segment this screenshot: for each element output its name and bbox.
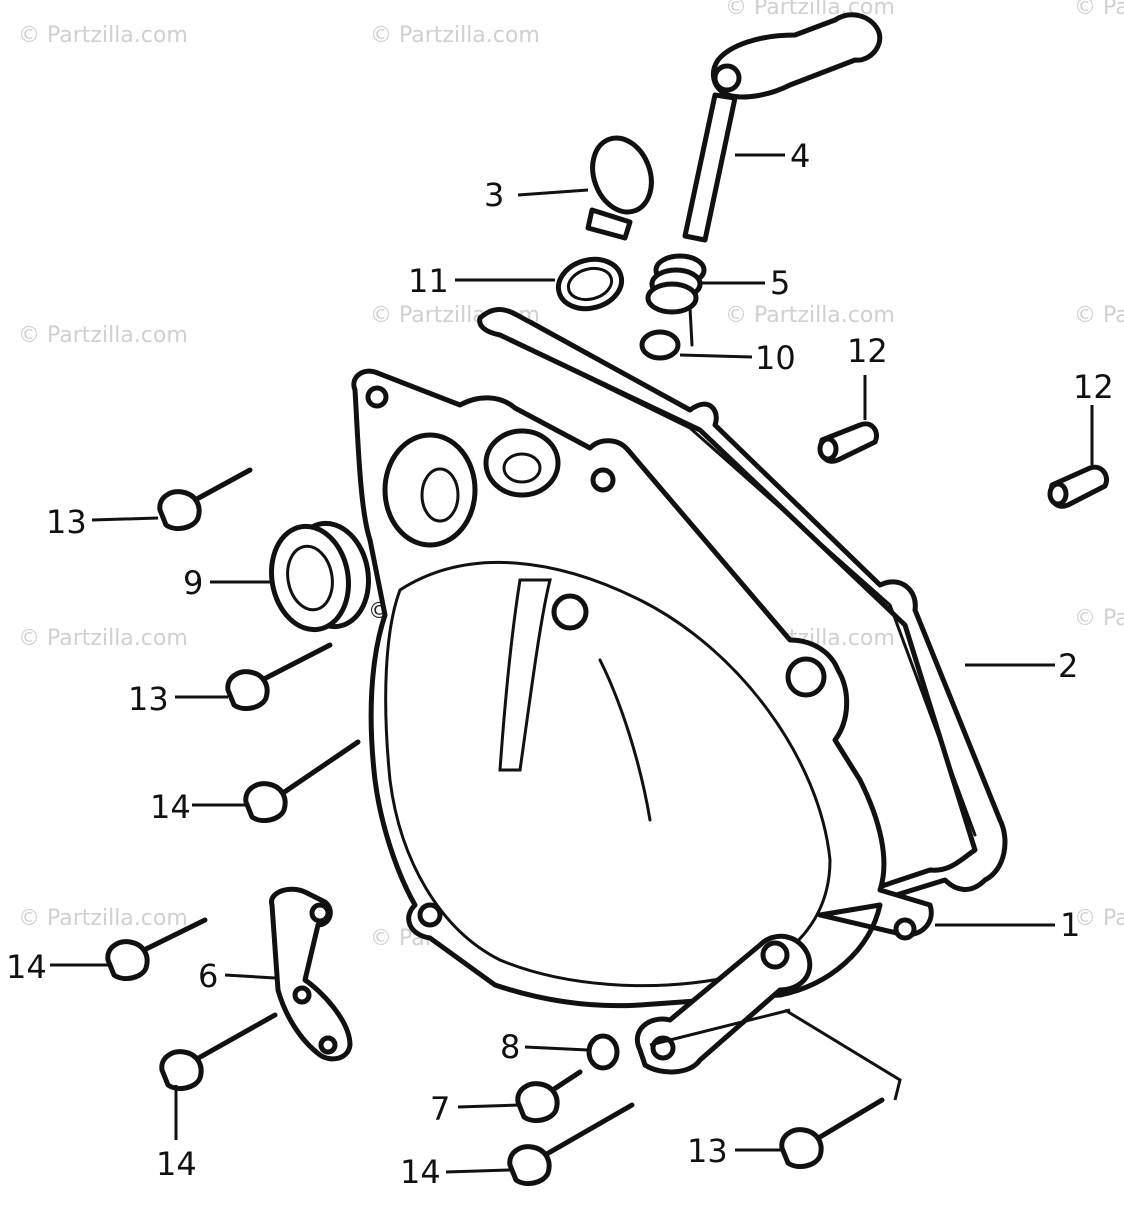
watermark: © Partzilla.com (18, 626, 188, 651)
leader-lines (50, 153, 1094, 1174)
oil-filler-cap-part (585, 135, 654, 241)
watermark: © Partzilla.com (1074, 0, 1124, 20)
oil-seal-part (269, 520, 371, 633)
filler-hole (502, 452, 542, 484)
callout-13: 13 (46, 503, 87, 541)
gasket-inner-edge (496, 332, 977, 837)
callout-10: 10 (755, 339, 796, 377)
lever-part (269, 886, 353, 1062)
bolt-part (779, 1097, 885, 1169)
dowel-pin-part (817, 421, 879, 464)
gasket-part (477, 306, 1008, 903)
callout-9: 9 (183, 564, 203, 602)
callout-14: 14 (400, 1153, 441, 1191)
callout-13: 13 (128, 680, 169, 718)
cover-rib (598, 658, 652, 822)
bolt-part (243, 739, 361, 823)
callout-14: 14 (156, 1145, 197, 1183)
bolt-part (157, 467, 253, 531)
mount-hole (760, 940, 790, 970)
mount-hole (417, 902, 443, 928)
watermark: © Partzilla.com (1074, 906, 1124, 931)
callout-2: 2 (1058, 647, 1078, 685)
mount-hole (292, 985, 312, 1005)
dowel-pin-part (1047, 464, 1109, 509)
callout-5: 5 (770, 264, 790, 302)
callout-13: 13 (687, 1132, 728, 1170)
mount-hole (893, 917, 917, 941)
o-ring-part (555, 256, 625, 312)
callout-8: 8 (500, 1028, 520, 1066)
mount-hole (365, 385, 389, 409)
cover-bearing-boss (382, 432, 478, 548)
callout-11: 11 (408, 262, 449, 300)
callout-14: 14 (6, 948, 47, 986)
cover-plug (551, 593, 589, 631)
callout-12: 12 (847, 332, 888, 370)
callout-3: 3 (484, 176, 504, 214)
o-ring-inner (566, 266, 614, 302)
watermark: © Partzilla.com (18, 23, 188, 48)
mount-hole (590, 467, 616, 493)
watermark: © Partzilla.com (1074, 606, 1124, 631)
mount-hole (309, 902, 331, 924)
watermark: © Partzilla.com (1074, 303, 1124, 328)
callout-labels: 1 2 3 4 5 6 7 8 9 10 11 12 12 13 13 13 1… (6, 137, 1114, 1191)
bolt-part (225, 642, 333, 711)
cover-bearing-hole (420, 467, 460, 523)
kick-shaft-part (682, 12, 883, 243)
callout-12: 12 (1073, 368, 1114, 406)
spring-part (645, 253, 707, 347)
crankcase-cover-part (351, 368, 934, 1009)
callout-1: 1 (1060, 906, 1080, 944)
bolt-part (515, 1069, 583, 1123)
callout-14: 14 (150, 788, 191, 826)
callout-6: 6 (198, 957, 218, 995)
bolt-part (105, 917, 208, 981)
cover-rib (498, 578, 552, 772)
watermark: © Partzilla.com (18, 906, 188, 931)
watermark: © Partzilla.com (725, 303, 895, 328)
mount-hole (785, 656, 827, 698)
filler-boss (483, 428, 561, 498)
callout-4: 4 (790, 137, 810, 175)
washer-part (586, 1033, 620, 1071)
watermark: © Partzilla.com (18, 323, 188, 348)
mount-hole (318, 1035, 338, 1055)
callout-7: 7 (430, 1090, 450, 1128)
watermark: © Partzilla.com (370, 23, 540, 48)
watermark: © Partzilla.com (725, 0, 895, 20)
bolt-part (159, 1012, 278, 1091)
washer-part (639, 329, 681, 361)
bolt-part (507, 1102, 635, 1186)
